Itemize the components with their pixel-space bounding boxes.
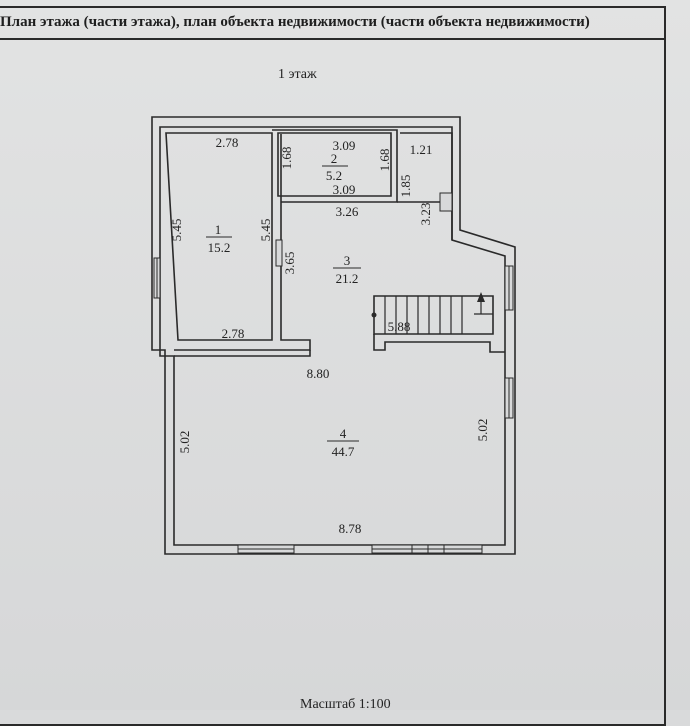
- dim-room2-right: 1.68: [377, 149, 392, 172]
- dim-corner-height: 1.85: [398, 175, 413, 198]
- dim-right-wall: 3.23: [418, 203, 433, 226]
- dim-room4-right: 5.02: [475, 419, 490, 442]
- svg-text:5.2: 5.2: [326, 168, 342, 183]
- dim-stairs: 5.88: [388, 319, 411, 334]
- windows: [153, 192, 514, 554]
- floor-plan: 1 15.2 2 5.2 3 21.2 4 44.7 2.78 2.78 3.0…: [151, 116, 516, 555]
- room2-outer: [272, 129, 398, 203]
- svg-text:4: 4: [340, 426, 347, 441]
- stairs-arrow-icon: [477, 292, 485, 302]
- svg-text:3: 3: [344, 253, 351, 268]
- dim-room4-bottom: 8.78: [339, 521, 362, 536]
- dim-room2-left: 1.68: [279, 147, 294, 170]
- svg-text:2: 2: [331, 151, 338, 166]
- stair-steps: [384, 296, 493, 334]
- stairs-landing: [373, 334, 505, 353]
- dim-corner-width: 1.21: [410, 142, 433, 157]
- room3-label: 3 21.2: [333, 253, 361, 286]
- svg-text:44.7: 44.7: [332, 444, 355, 459]
- svg-text:15.2: 15.2: [208, 240, 231, 255]
- room4-label: 4 44.7: [327, 426, 359, 459]
- outer-wall-outer: [151, 116, 516, 555]
- room2-label: 2 5.2: [322, 151, 348, 183]
- room1-walls: [165, 132, 273, 341]
- room1-label: 1 15.2: [206, 222, 232, 255]
- room2-walls: [277, 132, 392, 197]
- scale-label: Масштаб 1:100: [300, 697, 391, 712]
- dim-room1-top: 2.78: [216, 135, 239, 150]
- dim-room1-left: 5.45: [169, 219, 184, 242]
- dim-room4-top: 8.80: [307, 366, 330, 381]
- stairs-start-dot: [371, 312, 377, 318]
- dim-room3-left: 3.65: [282, 252, 297, 275]
- dim-room2-top: 3.09: [333, 138, 356, 153]
- dim-room4-left: 5.02: [177, 431, 192, 454]
- floor-label: 1 этаж: [278, 67, 317, 82]
- dim-room3-top: 3.26: [336, 204, 359, 219]
- room1-right-wall: [174, 134, 311, 351]
- document-header: План этажа (части этажа), план объекта н…: [0, 6, 666, 40]
- stairs-outline: [373, 295, 494, 335]
- dim-room1-right: 5.45: [258, 219, 273, 242]
- svg-text:1: 1: [215, 222, 222, 237]
- svg-text:21.2: 21.2: [336, 271, 359, 286]
- dim-room2-bottom: 3.09: [333, 182, 356, 197]
- room4-top-wall: [174, 350, 311, 357]
- dim-room1-bottom: 2.78: [222, 326, 245, 341]
